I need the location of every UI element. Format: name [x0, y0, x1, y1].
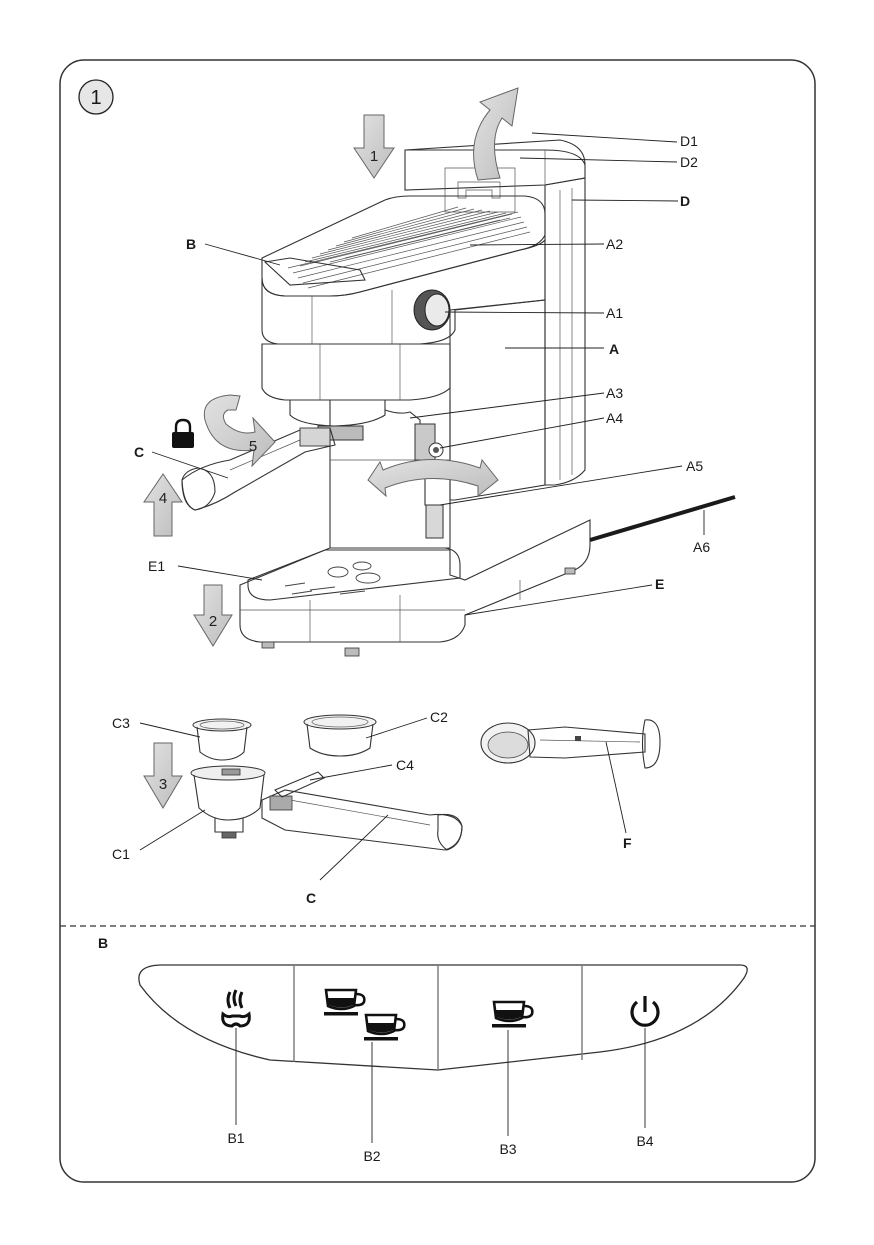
power-icon: [630, 996, 660, 1027]
label-a3: A3: [606, 385, 623, 401]
step-1-number: 1: [370, 148, 378, 165]
espresso-machine: [181, 139, 736, 657]
accessories: [190, 714, 661, 851]
label-a1: A1: [606, 305, 623, 321]
label-b3: B3: [499, 1141, 516, 1157]
double-cup-icon: [324, 988, 406, 1041]
tamper-spoon: [480, 719, 661, 769]
power-cord: [589, 495, 736, 542]
label-f: F: [623, 835, 632, 851]
portafilter-mounted: [181, 427, 336, 511]
label-c1: C1: [112, 846, 130, 862]
part-labels: D1 D2 D B A2 A1 A A3 A4 A5 A6 C E1 E C3 …: [112, 133, 710, 906]
step-5-number: 5: [249, 438, 257, 455]
single-cup-icon: [492, 1000, 534, 1028]
leader-lines: [139, 132, 705, 881]
step-arrows: 1 2 4 5 3: [143, 87, 519, 809]
label-d1: D1: [680, 133, 698, 149]
figure-number: 1: [90, 87, 101, 109]
control-panel-detail: B1 B2 B3 B4: [138, 964, 748, 1164]
step-2-number: 2: [209, 613, 217, 630]
label-c3: C3: [112, 715, 130, 731]
figure-number-badge: 1: [78, 79, 114, 115]
label-a: A: [609, 341, 619, 357]
label-a4: A4: [606, 410, 623, 426]
filter-basket-double: [303, 714, 377, 757]
label-c: C: [134, 444, 144, 460]
step-4-number: 4: [159, 490, 167, 507]
section-b-label: B: [98, 935, 108, 951]
lock-icon: [172, 418, 194, 448]
label-a5: A5: [686, 458, 703, 474]
label-e1: E1: [148, 558, 165, 574]
label-c2: C2: [430, 709, 448, 725]
steam-icon: [221, 989, 251, 1028]
label-e: E: [655, 576, 664, 592]
label-c4: C4: [396, 757, 414, 773]
label-b2: B2: [363, 1148, 380, 1164]
label-b4: B4: [636, 1133, 653, 1149]
label-d2: D2: [680, 154, 698, 170]
outer-frame: [59, 59, 816, 1183]
label-a6: A6: [693, 539, 710, 555]
portafilter: [190, 765, 463, 851]
knob: [413, 289, 451, 331]
label-d: D: [680, 193, 690, 209]
label-a2: A2: [606, 236, 623, 252]
step-3-number: 3: [159, 776, 167, 793]
label-c-bottom: C: [306, 890, 316, 906]
label-b: B: [186, 236, 196, 252]
label-b1: B1: [227, 1130, 244, 1146]
filter-basket-single: [192, 718, 252, 761]
